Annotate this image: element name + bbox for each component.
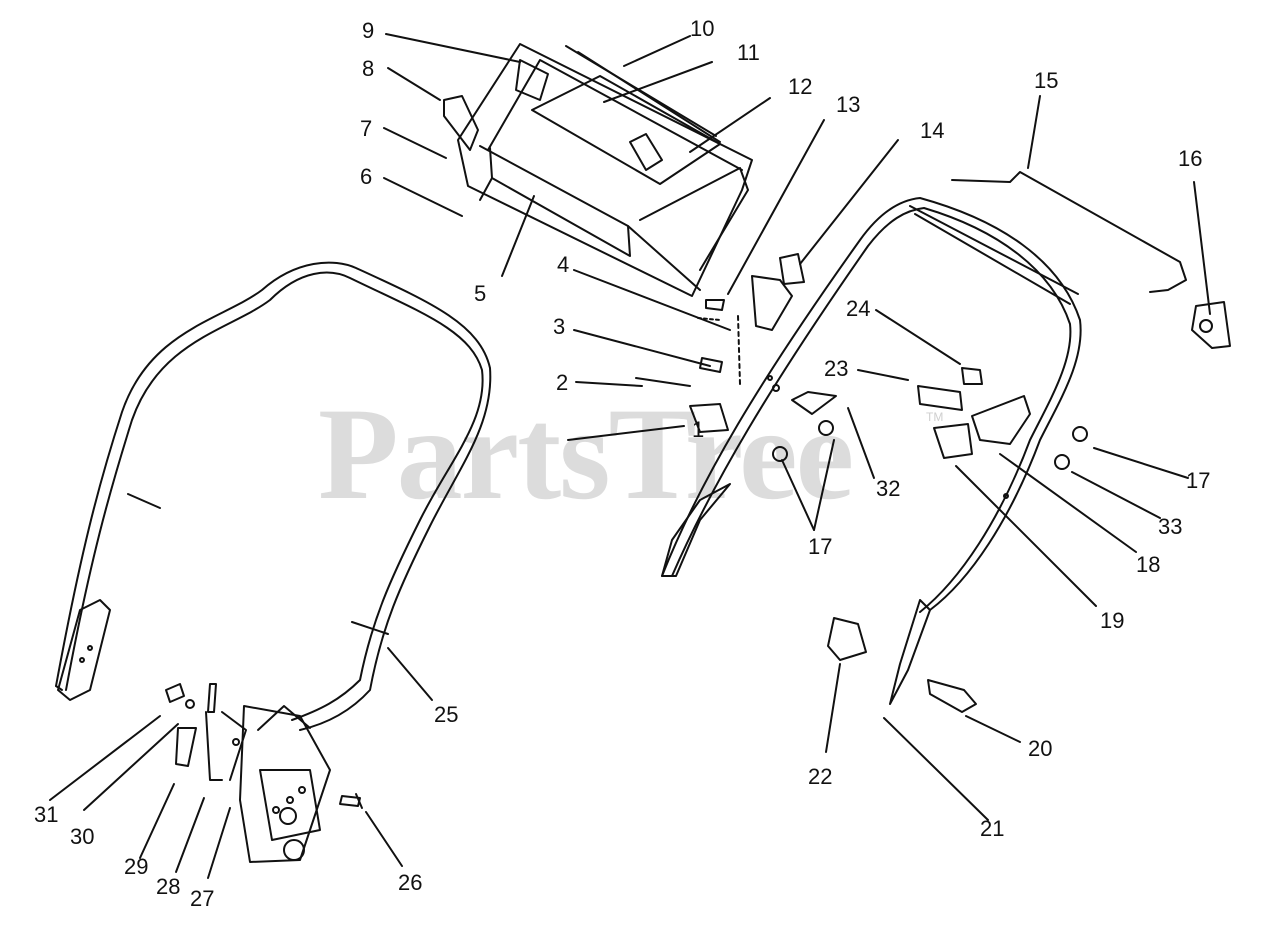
left-upper-handle-drawing xyxy=(55,261,492,863)
knob-4-drawing xyxy=(751,275,793,331)
callout-31: 31 xyxy=(34,802,59,827)
callout-33: 33 xyxy=(1158,514,1183,539)
callout-28: 28 xyxy=(156,874,181,899)
callout-27: 27 xyxy=(190,886,215,911)
callout-1: 1 xyxy=(692,417,705,442)
spacer-1-drawing xyxy=(689,403,729,433)
callout-24: 24 xyxy=(846,296,871,321)
watermark-trademark: TM xyxy=(926,410,944,424)
callout-10: 10 xyxy=(690,16,715,41)
callout-18: 18 xyxy=(1136,552,1161,577)
callout-17-center: 17 xyxy=(808,534,833,559)
callout-13: 13 xyxy=(836,92,861,117)
callout-11: 11 xyxy=(737,40,760,65)
watermark-logo: PartsTree xyxy=(318,380,854,527)
callout-23: 23 xyxy=(824,356,849,381)
callout-15: 15 xyxy=(1034,68,1059,93)
callout-3: 3 xyxy=(553,314,566,339)
clip-14-drawing xyxy=(779,253,805,285)
callout-9: 9 xyxy=(362,18,375,43)
leader-lines xyxy=(49,33,1211,879)
handle-rod-15-drawing xyxy=(951,171,1187,293)
callout-5: 5 xyxy=(474,281,487,306)
callout-21: 21 xyxy=(980,816,1005,841)
right-lower-handle-drawing xyxy=(661,197,1082,705)
callout-17-right: 17 xyxy=(1186,468,1211,493)
callout-16: 16 xyxy=(1178,146,1203,171)
callout-7: 7 xyxy=(360,116,373,141)
callout-26: 26 xyxy=(398,870,423,895)
callout-14: 14 xyxy=(920,118,945,143)
callout-20: 20 xyxy=(1028,736,1053,761)
callout-25: 25 xyxy=(434,702,459,727)
callout-30: 30 xyxy=(70,824,95,849)
callout-22: 22 xyxy=(808,764,833,789)
callout-2: 2 xyxy=(556,370,569,395)
callout-32: 32 xyxy=(876,476,901,501)
grass-catcher-drawing xyxy=(443,43,753,297)
callout-29: 29 xyxy=(124,854,149,879)
callout-6: 6 xyxy=(360,164,373,189)
callout-12: 12 xyxy=(788,74,813,99)
bottom-left-hardware-drawing xyxy=(165,683,363,809)
callout-19: 19 xyxy=(1100,608,1125,633)
bracket-16-drawing xyxy=(1191,301,1231,349)
callout-8: 8 xyxy=(362,56,375,81)
callout-4: 4 xyxy=(557,252,570,277)
